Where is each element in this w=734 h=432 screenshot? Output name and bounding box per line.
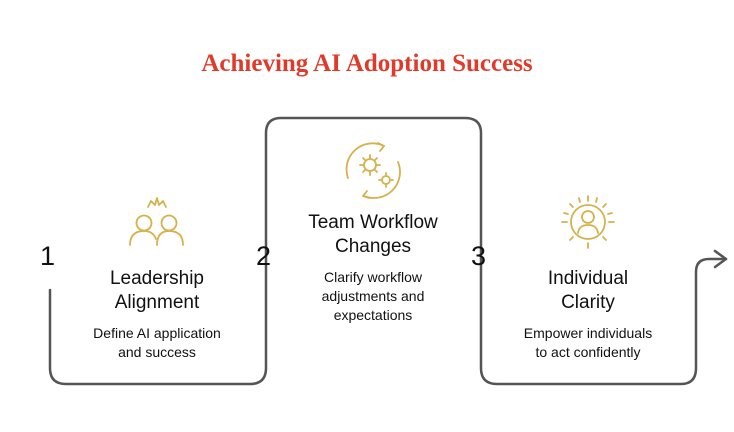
leaders-group-icon <box>129 197 184 246</box>
step-2-title-line-1: Team Workflow <box>308 212 438 233</box>
step-2-title-line-2: Changes <box>334 236 412 257</box>
step-1-title-line-1: Leadership <box>109 268 205 289</box>
radiant-person-icon <box>561 195 615 249</box>
step-1-desc-line-1: Define AI application <box>93 325 221 341</box>
step-1-title-line-2: Alignment <box>114 292 200 313</box>
step-path-line <box>48 116 728 386</box>
step-2-title: Team Workflow Changes <box>290 211 456 259</box>
step-2-desc-line-2: adjustments and <box>321 288 425 304</box>
step-3-title-line-2: Clarity <box>561 292 615 313</box>
step-3-desc-line-1: Empower individuals <box>523 325 653 341</box>
diagram-title: Achieving AI Adoption Success <box>201 50 533 77</box>
gears-cycle-icon <box>345 142 401 199</box>
step-2-desc-line-3: expectations <box>333 307 413 323</box>
step-3-desc-line-2: to act confidently <box>535 344 641 360</box>
step-2-number: 2 <box>256 241 272 271</box>
step-1-desc-line-2: and success <box>118 344 196 360</box>
step-3-title: Individual Clarity <box>505 267 671 315</box>
step-3-description: Empower individuals to act confidently <box>505 324 671 362</box>
step-3-title-line-1: Individual <box>547 268 629 289</box>
step-3-number: 3 <box>471 241 487 271</box>
step-1-description: Define AI application and success <box>74 324 240 362</box>
step-2-description: Clarify workflow adjustments and expecta… <box>290 268 456 325</box>
step-2-desc-line-1: Clarify workflow <box>323 269 422 285</box>
step-1-title: Leadership Alignment <box>74 267 240 315</box>
step-1-number: 1 <box>40 241 56 271</box>
arrow-head-icon <box>713 249 728 269</box>
